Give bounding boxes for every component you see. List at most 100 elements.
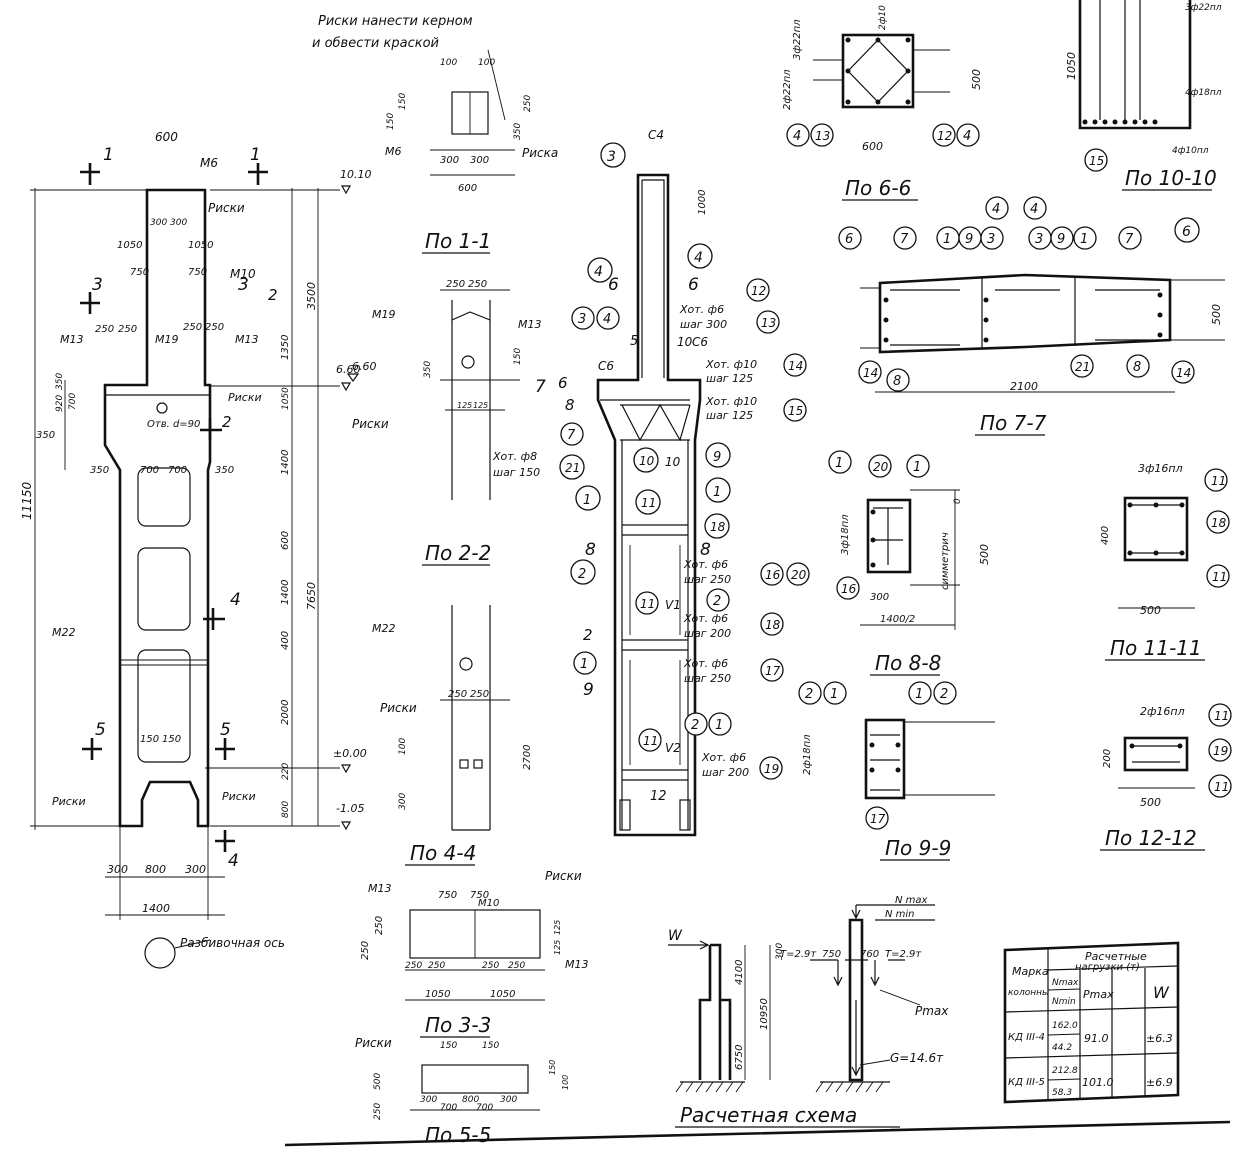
s1212-b19: 19 xyxy=(1213,744,1228,758)
title-calc-scheme: Расчетная схема xyxy=(680,1103,857,1127)
left-350: 350 xyxy=(36,430,55,441)
title-po-1-1: По 1-1 xyxy=(425,229,491,253)
s44-100: 100 xyxy=(398,738,408,755)
d350-l: 350 xyxy=(90,465,109,476)
s77-b6: 6 xyxy=(845,232,853,247)
r-b2b: 2 xyxy=(583,626,593,644)
section-7-7: 6 7 1 9 3 4 4 3 9 1 7 6 14 8 21 8 14 210… xyxy=(838,196,1225,436)
s55-250: 250 xyxy=(373,1103,383,1120)
r-b19: 19 xyxy=(764,762,779,776)
right-1400: 1400 xyxy=(280,450,291,475)
right-2000: 2000 xyxy=(280,700,291,725)
s33-25-b: 250 xyxy=(428,961,445,971)
s66-b4r: 4 xyxy=(963,129,971,144)
s22-cut7: 7 xyxy=(535,377,546,397)
r-hom6c: Хот. ф6 xyxy=(683,612,728,625)
s77-b4a: 4 xyxy=(992,202,1000,217)
s66-lbl-c: 2ф10 xyxy=(878,5,888,30)
s66-b13: 13 xyxy=(815,129,830,143)
s55-outline xyxy=(421,1064,529,1094)
r-hom6b: Хот. ф6 xyxy=(683,558,728,571)
s33-1050-a: 1050 xyxy=(425,989,450,1000)
r-b1: 1 xyxy=(583,493,591,508)
hole-circle xyxy=(459,657,473,671)
total-height: 11150 xyxy=(20,481,34,520)
bot-300-b: 300 xyxy=(185,863,206,876)
title-po-8-8: По 8-8 xyxy=(875,651,941,675)
r-sh200: шаг 200 xyxy=(684,627,731,640)
cut-5-right: 5 xyxy=(220,720,231,740)
s1010-1050: 1050 xyxy=(1065,52,1078,80)
s88-sym: симметрич xyxy=(940,532,951,590)
r-v2: V2 xyxy=(665,741,681,755)
s22-250-a: 250 xyxy=(446,279,465,290)
title-po-4-4: По 4-4 xyxy=(410,841,476,865)
r-b1b: 1 xyxy=(580,657,588,672)
r-c10: 10 xyxy=(677,335,693,349)
calc-300: 300 xyxy=(775,943,785,960)
hang-750-a: 750 xyxy=(130,267,149,278)
m13-right-label: M13 xyxy=(235,333,259,346)
top-150b: 150 xyxy=(398,93,408,110)
r-b11c: 11 xyxy=(643,734,658,748)
bot-300-a: 300 xyxy=(107,863,128,876)
s33-250v: 250 xyxy=(374,916,385,935)
right-400: 400 xyxy=(280,631,291,650)
calc-10950: 10950 xyxy=(759,998,770,1030)
right-1050: 1050 xyxy=(281,387,291,410)
section-4-4: M22 250 250 Риски 100 300 2700 По 4-4 xyxy=(372,605,533,866)
s88-500: 500 xyxy=(978,544,991,565)
s22-level: 6.60 xyxy=(352,360,377,373)
s1111-b11b: 11 xyxy=(1212,570,1227,584)
calc-750: 750 xyxy=(822,949,841,960)
r-b2: 2 xyxy=(578,567,586,582)
right-220: 220 xyxy=(281,763,291,780)
section-8-8: 1 20 1 3ф18пл симметрич 0 500 300 1400/2… xyxy=(828,450,991,676)
r-b12: 12 xyxy=(751,284,766,298)
tbl-r2-nmin: 58.3 xyxy=(1052,1088,1072,1098)
s22-250-b: 250 xyxy=(468,279,487,290)
s1212-200: 200 xyxy=(1102,749,1113,768)
title-po-9-9: По 9-9 xyxy=(885,836,951,860)
s99-b1b: 1 xyxy=(915,687,923,702)
marks-label-right: Риски xyxy=(228,391,262,404)
d150-b: 150 xyxy=(162,734,181,745)
s55-marks: Риски xyxy=(355,1036,392,1050)
s22-150: 150 xyxy=(513,348,523,365)
r-b21: 21 xyxy=(565,461,580,475)
r-c6b: С6 xyxy=(598,359,614,373)
r-cut9: 9 xyxy=(583,680,594,700)
cut-5-left: 5 xyxy=(95,720,106,740)
s22-marks: Риски xyxy=(352,417,389,431)
cut-1-right: 1 xyxy=(250,145,261,165)
section-2-2: 250 250 M19 M13 350 150 6.60 Риски 125 1… xyxy=(346,279,546,566)
cut-3-right: 3 xyxy=(238,275,249,295)
hang-750-b: 750 xyxy=(188,267,207,278)
r-b4-l: 4 xyxy=(594,264,603,280)
marks-label-bot-left: Риски xyxy=(52,795,86,808)
s33-125-b: 125 xyxy=(553,940,562,955)
title-po-12-12: По 12-12 xyxy=(1105,826,1197,850)
s99-outline xyxy=(864,718,906,800)
r-cut6-a: 6 xyxy=(608,275,619,295)
top-m6: M6 xyxy=(385,145,402,158)
cut-1-left: 1 xyxy=(103,145,114,165)
top-100-a: 100 xyxy=(440,58,457,68)
r-b6: 6 xyxy=(558,374,568,392)
calc-scheme: W 4100 6750 10950 300 N max N min T=2.9т… xyxy=(668,895,949,1128)
m13-left-label: M13 xyxy=(60,333,84,346)
r-b5: 5 xyxy=(630,334,638,349)
r-sh125b: шаг 125 xyxy=(706,409,753,422)
r-b4c: 4 xyxy=(603,312,611,327)
r-b8: 8 xyxy=(565,396,575,414)
section-12-12: 2ф16пл 11 19 11 200 500 По 12-12 xyxy=(1100,703,1232,851)
r-hom10a: Хот. ф10 xyxy=(705,358,757,371)
s44-300: 300 xyxy=(398,793,408,810)
s33-25-d: 250 xyxy=(508,961,525,971)
r-v1: V1 xyxy=(665,598,681,612)
tbl-r1-nmin: 44.2 xyxy=(1052,1043,1072,1053)
s1111-lbl: 3ф16пл xyxy=(1138,462,1183,475)
s1111-b11: 11 xyxy=(1211,474,1226,488)
s33-750-a: 750 xyxy=(438,890,457,901)
